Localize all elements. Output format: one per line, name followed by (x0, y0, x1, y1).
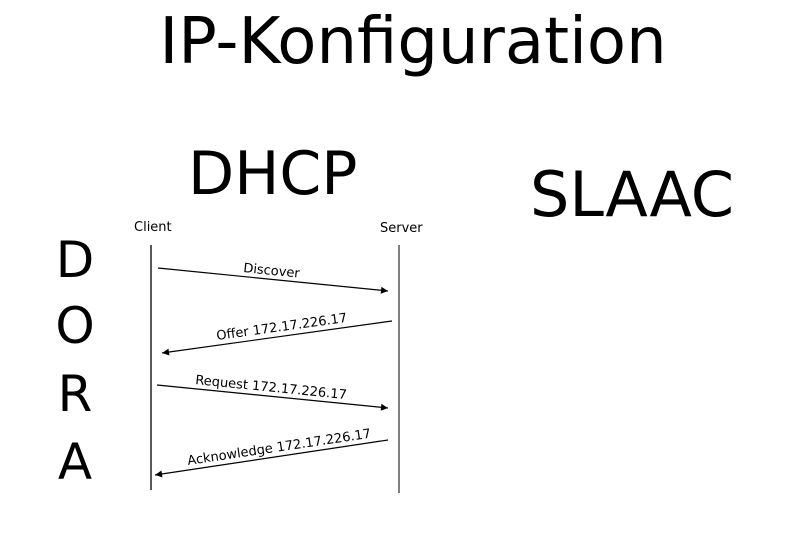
offer-label: Offer 172.17.226.17 (215, 311, 348, 344)
discover-arrow (157, 267, 389, 294)
dora-letter-d: D (55, 231, 95, 289)
client-label: Client (134, 220, 172, 235)
acknowledge-arrow (154, 439, 389, 478)
dora-letter-o: O (55, 297, 95, 355)
request-label: Request 172.17.226.17 (195, 373, 348, 403)
server-label: Server (380, 221, 423, 236)
dora-letter-a: A (57, 433, 93, 491)
page-title: IP-Konfiguration (159, 5, 667, 79)
dora-letter-r: R (57, 365, 93, 423)
request-arrow (156, 384, 389, 411)
acknowledge-label: Acknowledge 172.17.226.17 (186, 427, 372, 469)
slaac-heading: SLAAC (530, 158, 735, 231)
discover-label: Discover (243, 261, 301, 282)
dhcp-heading: DHCP (188, 139, 358, 209)
offer-arrow (161, 320, 393, 356)
